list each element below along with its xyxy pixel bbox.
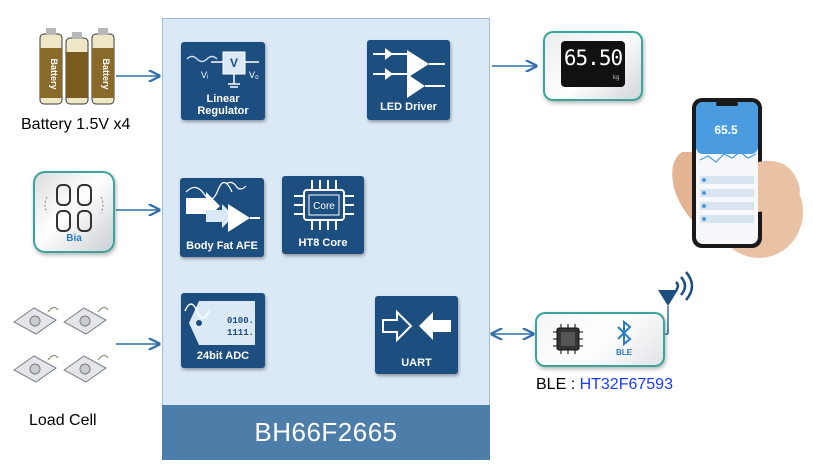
- bluetooth-icon: [617, 320, 632, 346]
- antenna-icon: [658, 271, 694, 332]
- adc-bits-line1: 0100..: [227, 316, 259, 326]
- load-cell-icon: [13, 306, 109, 383]
- adc-label: 24bit ADC: [196, 350, 250, 362]
- ht8-core-block: Core HT8 Core: [282, 176, 364, 254]
- display-unit: kg: [613, 75, 620, 81]
- bia-electrodes-icon: [44, 184, 104, 232]
- bia-icon-text: Bia: [66, 233, 82, 244]
- regulator-vo-symbol: V₀: [249, 70, 259, 80]
- ble-module: BLE: [535, 312, 665, 367]
- load-cell-label: Load Cell: [29, 412, 97, 429]
- ble-icon-text: BLE: [616, 348, 632, 357]
- led-driver-icon: [373, 48, 445, 98]
- ble-label: BLE : HT32F67593: [536, 376, 673, 394]
- mcu-title-bar: [162, 405, 490, 460]
- uart-block: UART: [375, 296, 458, 374]
- ble-label-prefix: BLE :: [536, 376, 580, 393]
- regulator-icon: V Vᵢ V₀: [186, 51, 259, 88]
- regulator-vi-symbol: Vᵢ: [201, 70, 208, 80]
- ble-chip-icon: [553, 324, 583, 354]
- ble-chip-name: HT32F67593: [579, 376, 673, 393]
- battery-cell-text: Battery: [49, 58, 59, 89]
- led-driver-label: LED Driver: [380, 101, 437, 113]
- battery-cell-text-2: Battery: [101, 58, 111, 89]
- body-fat-afe-label: Body Fat AFE: [186, 240, 258, 252]
- adc-icon: 0100.. 1111..: [184, 301, 259, 345]
- battery-icon: Battery Battery: [39, 28, 115, 105]
- led-driver-block: LED Driver: [367, 40, 450, 120]
- body-fat-afe-block: Body Fat AFE: [180, 178, 264, 257]
- bia-electrode-pad: Bia: [33, 171, 115, 253]
- display-reading: 65.50: [563, 46, 623, 70]
- linear-regulator-label-1: Linear: [206, 93, 240, 105]
- adc-block: 0100.. 1111.. 24bit ADC: [181, 293, 265, 368]
- regulator-v-symbol: V: [230, 56, 238, 70]
- phone-reading: 65.5: [714, 123, 738, 137]
- uart-arrows-icon: [382, 309, 451, 343]
- linear-regulator-label-2: Regulator: [197, 105, 249, 117]
- adc-bits-line2: 1111..: [227, 328, 259, 338]
- smartphone-hand-icon: 65.5: [672, 98, 803, 258]
- linear-regulator-block: V Vᵢ V₀ Linear Regulator: [181, 42, 265, 120]
- uart-label: UART: [401, 357, 432, 369]
- afe-amplifier-icon: [185, 181, 260, 232]
- core-chip-icon: Core: [294, 180, 354, 230]
- ht8-core-label: HT8 Core: [298, 237, 348, 249]
- display-screen: [561, 41, 625, 87]
- battery-label: Battery 1.5V x4: [21, 116, 131, 133]
- mcu-name: BH66F2665: [254, 417, 398, 447]
- scale-display: 65.50 kg: [543, 31, 643, 101]
- core-chip-text: Core: [313, 201, 335, 212]
